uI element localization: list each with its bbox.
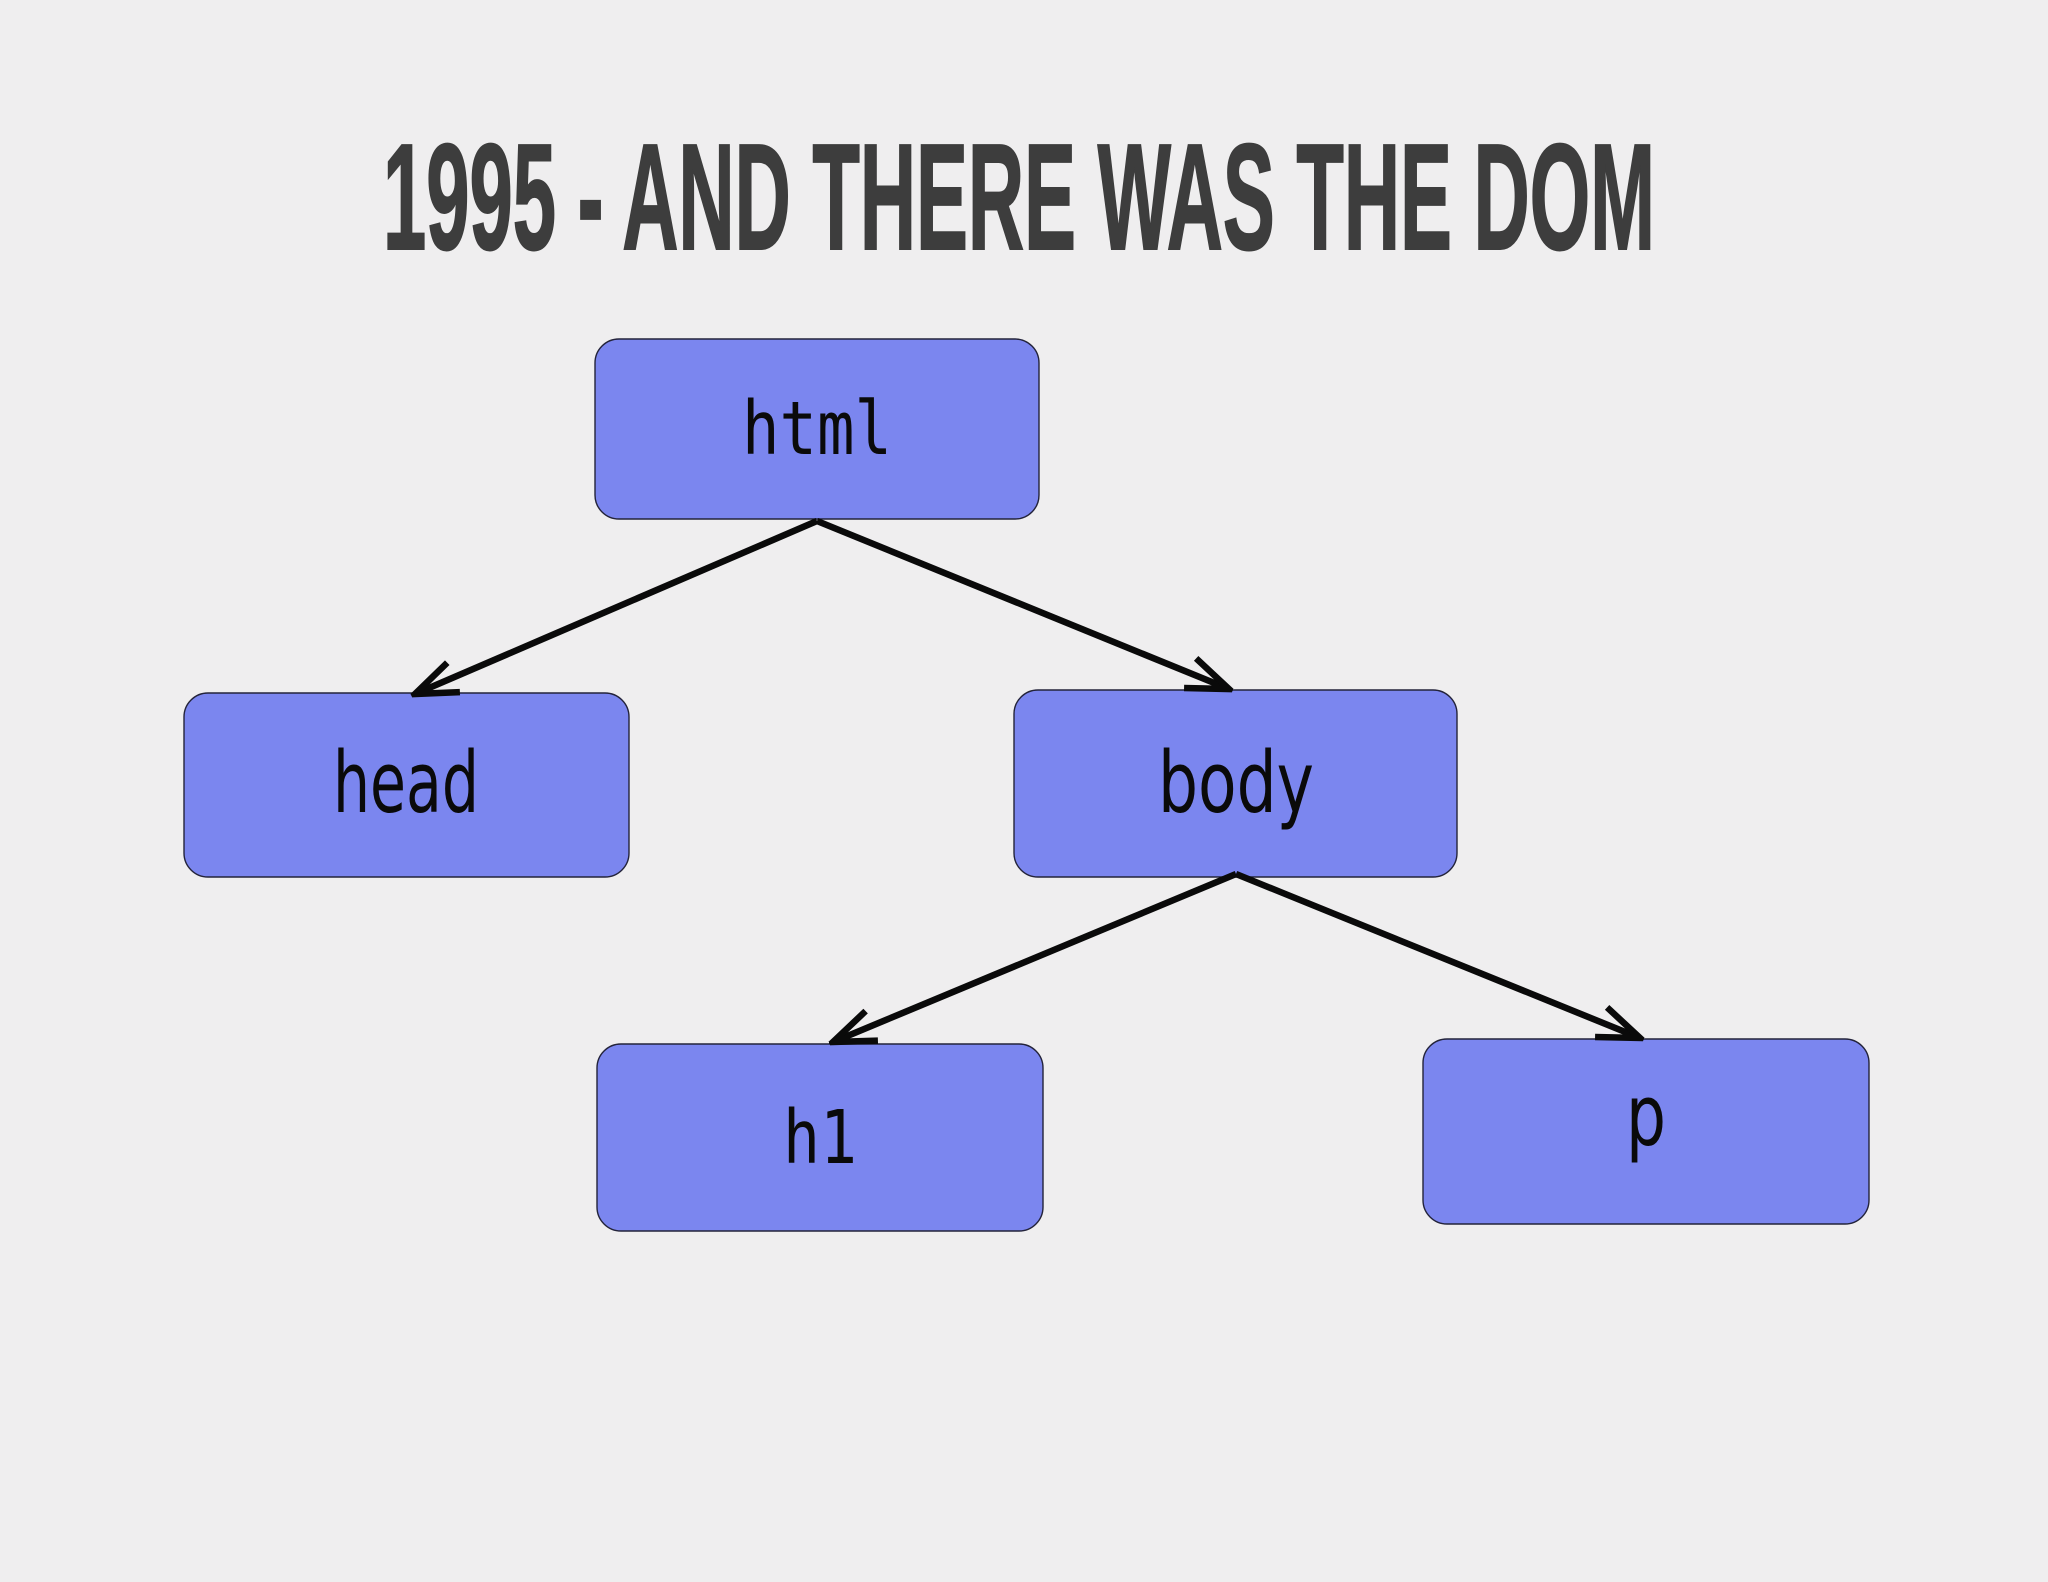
node-html-label: html bbox=[742, 386, 892, 472]
edge-html-head bbox=[415, 518, 819, 694]
page-title: 1995 - AND THERE WAS THE DOM bbox=[383, 112, 1655, 281]
edge-body-p bbox=[1234, 870, 1640, 1038]
node-html: html bbox=[594, 338, 1040, 520]
node-h1-box bbox=[596, 1043, 1044, 1232]
node-body: body bbox=[1013, 689, 1458, 878]
node-p: p bbox=[1422, 1038, 1870, 1225]
node-head-label: head bbox=[333, 734, 479, 833]
node-p-label: p bbox=[1626, 1067, 1666, 1166]
node-h1: h1 bbox=[596, 1043, 1044, 1232]
edge-html-body bbox=[815, 517, 1229, 689]
node-h1-label: h1 bbox=[783, 1095, 857, 1181]
node-head-box bbox=[183, 692, 630, 878]
node-body-label: body bbox=[1158, 734, 1314, 833]
edge-body-h1 bbox=[833, 871, 1238, 1042]
node-html-box bbox=[594, 338, 1040, 520]
node-head: head bbox=[183, 692, 630, 878]
